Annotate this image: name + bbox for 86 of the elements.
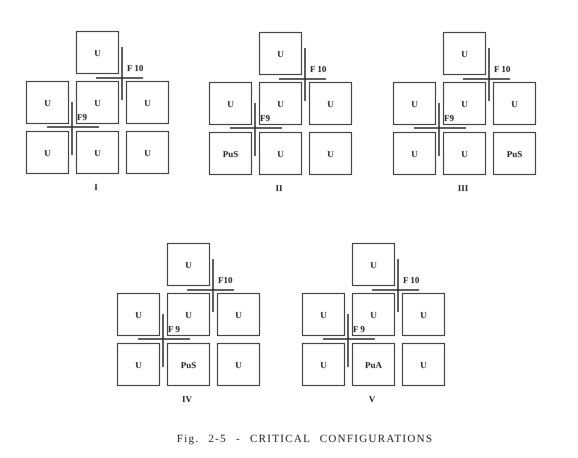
lattice-cell — [26, 81, 69, 124]
location-label: F 9 — [353, 324, 365, 334]
configuration-numeral: III — [458, 183, 468, 193]
cell-label: U — [144, 148, 151, 158]
lattice-cell — [209, 132, 252, 175]
cell-label: U — [235, 360, 242, 370]
lattice-cell — [167, 343, 210, 386]
lattice-cell — [309, 132, 352, 175]
lattice-cell — [493, 132, 536, 175]
lattice-cell — [217, 343, 260, 386]
cell-label: U — [420, 310, 427, 320]
lattice-cell — [217, 293, 260, 336]
cell-label: U — [370, 260, 377, 270]
configuration-numeral: I — [94, 182, 98, 192]
cell-label: U — [277, 98, 284, 108]
lattice-cell — [126, 81, 169, 124]
lattice-cell — [259, 82, 302, 125]
lattice-cell — [76, 31, 119, 74]
configuration-numeral: V — [368, 394, 376, 404]
lattice-cell — [443, 32, 486, 75]
lattice-cell — [393, 82, 436, 125]
cell-label: U — [44, 98, 51, 108]
cell-label: U — [94, 48, 101, 58]
lattice-cell — [167, 293, 210, 336]
cell-label: U — [320, 310, 327, 320]
lattice-cell — [352, 343, 395, 386]
lattice-cell — [393, 132, 436, 175]
location-label: F 10 — [403, 275, 420, 285]
cell-label: U — [327, 148, 334, 158]
cell-label: U — [511, 98, 518, 108]
cell-label: PuS — [506, 148, 522, 158]
cell-label: PuS — [222, 148, 238, 158]
cell-label: U — [327, 98, 334, 108]
cell-label: U — [420, 360, 427, 370]
cell-label: U — [135, 360, 142, 370]
lattice-cell — [302, 343, 345, 386]
configuration-numeral: IV — [182, 394, 192, 404]
lattice-cell — [76, 131, 119, 174]
location-label: F 10 — [310, 64, 326, 74]
cell-label: U — [411, 98, 418, 108]
lattice-cell — [302, 293, 345, 336]
lattice-cell — [443, 132, 486, 175]
cell-label: U — [44, 148, 51, 158]
lattice-cell — [402, 343, 445, 386]
location-label: F10 — [218, 275, 232, 285]
cell-label: PuS — [180, 360, 196, 370]
cell-label: U — [370, 310, 377, 320]
lattice-cell — [126, 131, 169, 174]
cell-label: U — [277, 148, 284, 158]
lattice-cell — [309, 82, 352, 125]
cell-label: U — [185, 260, 192, 270]
location-label: F9 — [260, 113, 270, 123]
lattice-cell — [259, 32, 302, 75]
cell-label: U — [461, 48, 468, 58]
lattice-cell — [259, 132, 302, 175]
cell-label: U — [461, 98, 468, 108]
lattice-cell — [167, 243, 210, 286]
lattice-cell — [26, 131, 69, 174]
cell-label: U — [411, 148, 418, 158]
cell-label: U — [94, 98, 101, 108]
location-label: F 10 — [127, 63, 144, 73]
location-label: F9 — [444, 113, 454, 123]
cell-label: U — [185, 310, 192, 320]
cell-label: PuA — [364, 360, 382, 370]
cell-label: U — [135, 310, 142, 320]
cell-label: U — [277, 48, 284, 58]
lattice-cell — [443, 82, 486, 125]
lattice-cell — [493, 82, 536, 125]
figure-caption: Fig. 2-5 - CRITICAL CONFIGURATIONS — [176, 433, 434, 446]
location-label: F9 — [77, 112, 87, 122]
cell-label: U — [320, 360, 327, 370]
lattice-cell — [209, 82, 252, 125]
cell-label: U — [144, 98, 151, 108]
lattice-cell — [402, 293, 445, 336]
cell-label: U — [235, 310, 242, 320]
location-label: F 9 — [168, 324, 180, 334]
cell-label: U — [461, 148, 468, 158]
lattice-cell — [117, 293, 160, 336]
cell-label: U — [94, 148, 101, 158]
cell-label: U — [227, 98, 234, 108]
location-label: F 10 — [494, 64, 510, 74]
lattice-cell — [352, 293, 395, 336]
lattice-cell — [117, 343, 160, 386]
configuration-numeral: II — [276, 183, 282, 193]
lattice-cell — [76, 81, 119, 124]
lattice-cell — [352, 243, 395, 286]
